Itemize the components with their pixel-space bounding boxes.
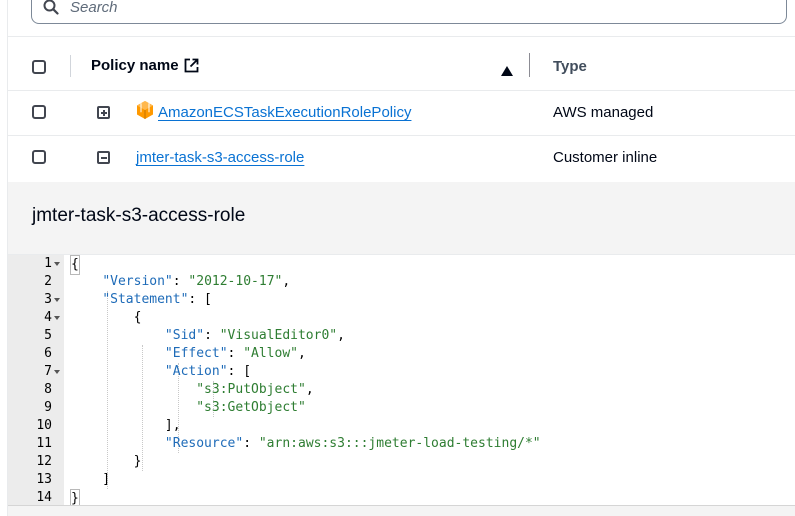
json-string: "s3:GetObject" — [196, 400, 306, 415]
code-text: "Action": [ — [164, 364, 252, 379]
policy-detail-panel: jmter-task-s3-access-role 1 { 2 "Version… — [8, 182, 795, 516]
line-number: 12 — [36, 454, 52, 469]
code-line: 13 ] — [8, 471, 795, 489]
json-key: "Sid" — [164, 328, 205, 343]
divider — [8, 36, 795, 37]
line-number: 11 — [36, 436, 52, 451]
code-text: ], — [71, 418, 181, 433]
code-line: 12 } — [8, 453, 795, 471]
line-number: 4 — [44, 310, 52, 325]
json-key: "Action" — [164, 364, 228, 379]
indent-guide — [178, 363, 180, 453]
code-line: 3 "Statement": [ — [8, 291, 795, 309]
line-number: 8 — [44, 382, 52, 397]
aws-managed-policy-icon — [136, 100, 154, 125]
code-text: "Version": "2012-10-17", — [102, 274, 291, 289]
panel-footer — [8, 506, 795, 516]
table-row: jmter-task-s3-access-role Customer inlin… — [8, 136, 795, 182]
indent-guide — [107, 291, 109, 489]
column-header-policy-name-label: Policy name — [91, 57, 179, 74]
line-number: 5 — [44, 328, 52, 343]
external-link-icon — [184, 58, 199, 73]
line-number: 9 — [44, 400, 52, 415]
json-key: "Effect" — [164, 346, 228, 361]
code-line: 2 "Version": "2012-10-17", — [8, 273, 795, 291]
column-header-policy-name[interactable]: Policy name — [91, 57, 199, 74]
code-line: 7 "Action": [ — [8, 363, 795, 381]
column-divider — [70, 55, 71, 77]
json-string: "arn:aws:s3:::jmeter-load-testing/*" — [258, 436, 541, 451]
line-number: 7 — [44, 364, 52, 379]
code-text: "s3:PutObject", — [196, 382, 314, 397]
json-string: "Allow" — [243, 346, 298, 361]
table-row: AmazonECSTaskExecutionRolePolicy AWS man… — [8, 91, 795, 136]
policy-link[interactable]: AmazonECSTaskExecutionRolePolicy — [158, 104, 412, 121]
json-string: "2012-10-17" — [188, 274, 283, 289]
json-key: "Version" — [102, 274, 173, 289]
line-number: 2 — [44, 274, 52, 289]
code-line: 6 "Effect": "Allow", — [8, 345, 795, 363]
code-line: 9 "s3:GetObject" — [8, 399, 795, 417]
expand-icon[interactable] — [97, 106, 110, 119]
indent-guide — [142, 345, 144, 471]
table-header: Policy name Type — [8, 37, 795, 91]
column-header-type[interactable]: Type — [553, 58, 587, 75]
json-code-editor[interactable]: 1 { 2 "Version": "2012-10-17", 3 "Statem… — [8, 254, 795, 509]
code-line: 10 ], — [8, 417, 795, 435]
json-string: "VisualEditor0" — [219, 328, 338, 343]
left-border — [7, 0, 8, 516]
code-line: 11 "Resource": "arn:aws:s3:::jmeter-load… — [8, 435, 795, 453]
code-text: } — [71, 454, 142, 469]
json-key: "Statement" — [102, 292, 189, 307]
fold-arrow-icon[interactable] — [54, 298, 60, 302]
code-line: 5 "Sid": "VisualEditor0", — [8, 327, 795, 345]
code-text: "Sid": "VisualEditor0", — [164, 328, 345, 343]
code-line: 8 "s3:PutObject", — [8, 381, 795, 399]
column-resizer[interactable] — [529, 53, 530, 77]
indent-guide — [213, 381, 215, 417]
code-text: "Resource": "arn:aws:s3:::jmeter-load-te… — [164, 436, 541, 451]
select-all-checkbox[interactable] — [32, 60, 46, 74]
line-number: 13 — [36, 472, 52, 487]
policy-type: AWS managed — [553, 104, 654, 121]
panel-title: jmter-task-s3-access-role — [32, 205, 246, 226]
line-number-gutter — [8, 255, 64, 507]
line-number: 14 — [36, 490, 52, 505]
line-number: 6 — [44, 346, 52, 361]
row-checkbox[interactable] — [32, 105, 46, 119]
search-icon — [42, 0, 60, 16]
code-line: 1 { — [8, 255, 795, 275]
sort-ascending-icon[interactable] — [501, 63, 513, 81]
policy-link[interactable]: jmter-task-s3-access-role — [136, 149, 305, 166]
collapse-icon[interactable] — [97, 151, 110, 164]
line-number: 10 — [36, 418, 52, 433]
fold-arrow-icon[interactable] — [54, 316, 60, 320]
code-text: { — [71, 310, 142, 325]
code-text: "Statement": [ — [102, 292, 212, 307]
fold-arrow-icon[interactable] — [54, 370, 60, 374]
search-box[interactable] — [31, 0, 787, 24]
json-key: "Resource" — [164, 436, 244, 451]
code-text: ] — [71, 472, 111, 487]
fold-arrow-icon[interactable] — [54, 262, 60, 266]
policy-type: Customer inline — [553, 149, 658, 166]
search-input[interactable] — [68, 0, 752, 17]
code-text: "s3:GetObject" — [71, 399, 306, 417]
line-number: 3 — [44, 292, 52, 307]
code-text: { — [70, 255, 80, 275]
json-string: "s3:PutObject" — [196, 382, 306, 397]
row-checkbox[interactable] — [32, 150, 46, 164]
line-number: 1 — [44, 256, 52, 271]
code-line: 4 { — [8, 309, 795, 327]
code-text: "Effect": "Allow", — [164, 346, 306, 361]
